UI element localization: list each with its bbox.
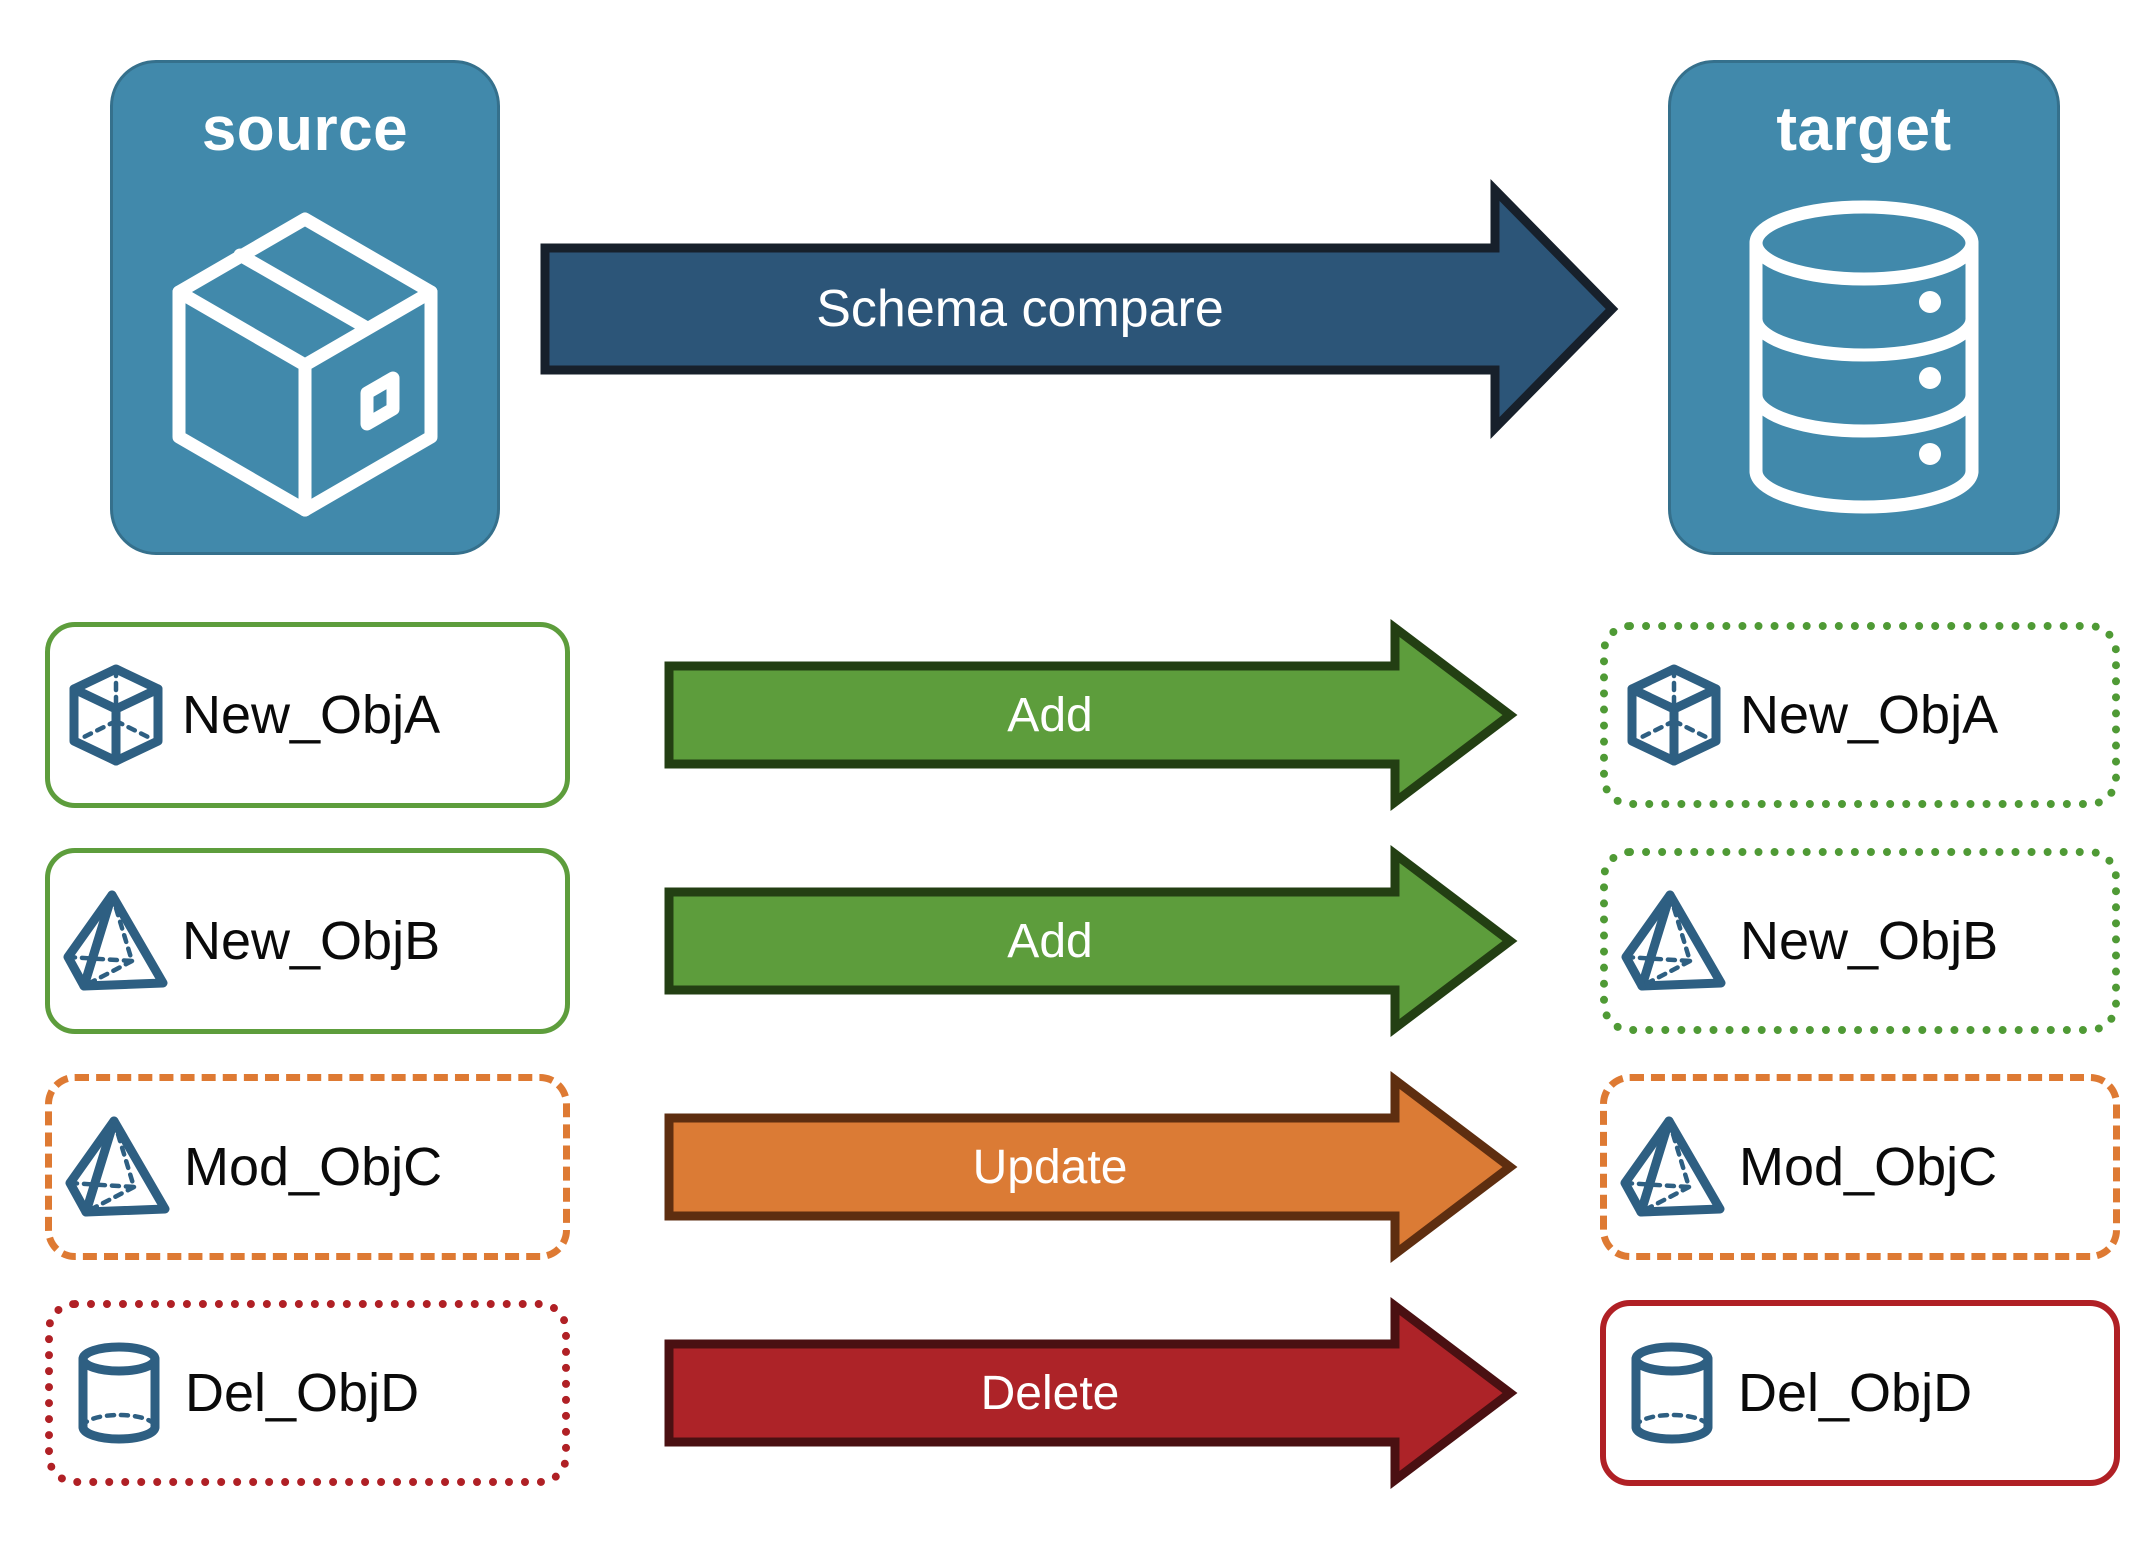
source-icon-area bbox=[113, 161, 497, 552]
target-object-card[interactable]: New_ObjB bbox=[1600, 848, 2120, 1034]
wireframe-cylinder-icon bbox=[1606, 1341, 1738, 1445]
wireframe-pyramid-icon bbox=[50, 889, 182, 993]
add-action-arrow: Add bbox=[664, 618, 1520, 812]
target-endpoint-card: target bbox=[1668, 60, 2060, 555]
source-object-label: Mod_ObjC bbox=[184, 1137, 443, 1197]
source-object-card[interactable]: New_ObjB bbox=[45, 848, 570, 1034]
source-object-card[interactable]: Del_ObjD bbox=[45, 1300, 570, 1486]
delete-action-arrow: Delete bbox=[664, 1296, 1520, 1490]
wireframe-pyramid-icon bbox=[1608, 889, 1740, 993]
target-object-label: New_ObjB bbox=[1740, 911, 1999, 971]
schema-compare-arrow: Schema compare bbox=[540, 179, 1620, 439]
wireframe-cylinder-icon bbox=[53, 1341, 185, 1445]
update-action-arrow: Update bbox=[664, 1070, 1520, 1264]
target-object-label: Del_ObjD bbox=[1738, 1363, 1973, 1423]
package-box-icon bbox=[155, 197, 455, 517]
object-row: Mod_ObjC Update bbox=[0, 1070, 2150, 1264]
source-object-card[interactable]: Mod_ObjC bbox=[45, 1074, 570, 1260]
source-endpoint-card: source bbox=[110, 60, 500, 555]
wireframe-pyramid-icon bbox=[52, 1115, 184, 1219]
database-cylinder-icon bbox=[1744, 197, 1984, 517]
source-object-label: Del_ObjD bbox=[185, 1363, 420, 1423]
object-row: Del_ObjD Delete Del_ObjD bbox=[0, 1296, 2150, 1490]
target-object-card[interactable]: New_ObjA bbox=[1600, 622, 2120, 808]
object-row: New_ObjA Add bbox=[0, 618, 2150, 812]
source-object-label: New_ObjB bbox=[182, 911, 441, 971]
target-title: target bbox=[1776, 95, 1952, 164]
wireframe-pyramid-icon bbox=[1607, 1115, 1739, 1219]
source-title: source bbox=[201, 95, 409, 164]
target-object-label: New_ObjA bbox=[1740, 685, 1999, 745]
target-object-card[interactable]: Mod_ObjC bbox=[1600, 1074, 2120, 1260]
wireframe-cube-icon bbox=[1608, 663, 1740, 767]
object-row: New_ObjB Add bbox=[0, 844, 2150, 1038]
target-icon-area bbox=[1671, 161, 2057, 552]
source-object-card[interactable]: New_ObjA bbox=[45, 622, 570, 808]
add-action-arrow: Add bbox=[664, 844, 1520, 1038]
wireframe-cube-icon bbox=[50, 663, 182, 767]
target-object-card[interactable]: Del_ObjD bbox=[1600, 1300, 2120, 1486]
source-object-label: New_ObjA bbox=[182, 685, 441, 745]
target-object-label: Mod_ObjC bbox=[1739, 1137, 1998, 1197]
